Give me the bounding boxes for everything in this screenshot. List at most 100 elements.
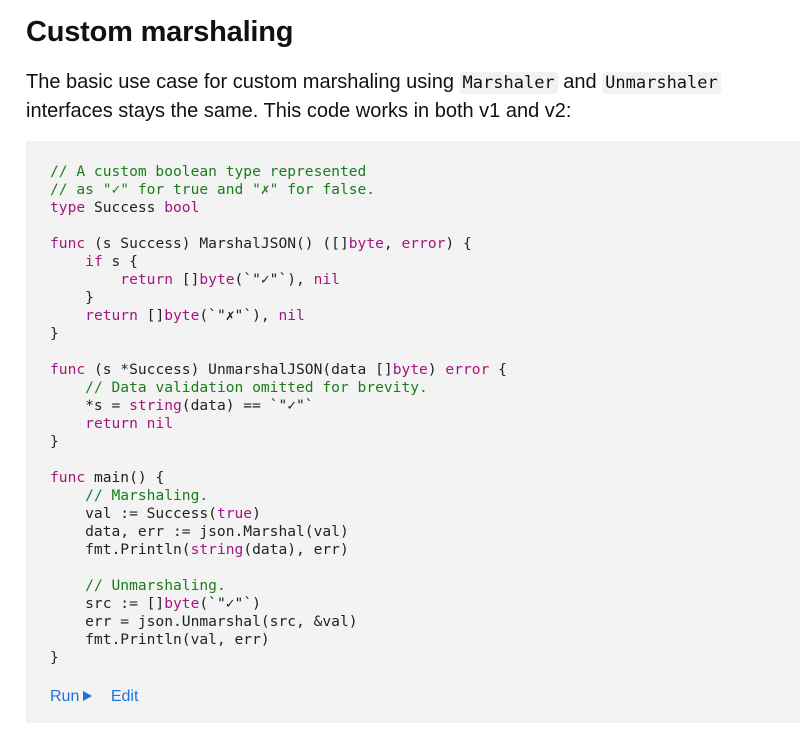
code-token-plain: Success <box>85 199 165 216</box>
code-token-plain <box>50 415 85 432</box>
code-token-plain: } <box>50 325 59 342</box>
intro-text-before: The basic use case for custom marshaling… <box>26 71 460 93</box>
code-token-plain: (s *Success) UnmarshalJSON(data [] <box>85 361 393 378</box>
intro-text-after: interfaces stays the same. This code wor… <box>26 100 572 122</box>
code-token-keyword: type <box>50 199 86 216</box>
code-token-keyword: error <box>401 235 446 252</box>
code-block[interactable]: // A custom boolean type represented// a… <box>50 163 507 667</box>
code-token-plain: val := Success( <box>50 505 217 522</box>
code-line: fmt.Println(string(data), err) <box>50 541 507 559</box>
code-actions: Run Edit <box>50 687 138 707</box>
code-token-keyword: return <box>120 271 174 288</box>
code-line <box>50 343 507 361</box>
code-line: func (s *Success) UnmarshalJSON(data []b… <box>50 361 507 379</box>
code-line <box>50 451 507 469</box>
code-token-comment: // Marshaling. <box>85 487 209 504</box>
code-token-keyword: nil <box>313 271 340 288</box>
code-line: return nil <box>50 415 507 433</box>
code-token-plain: ) <box>252 505 261 522</box>
code-token-plain: (s Success) MarshalJSON() ([] <box>85 235 349 252</box>
run-button[interactable]: Run <box>50 688 93 705</box>
code-token-plain <box>50 253 85 270</box>
intro-paragraph: The basic use case for custom marshaling… <box>26 68 786 125</box>
code-token-comment: // Data validation omitted for brevity. <box>85 379 428 396</box>
code-token-keyword: byte <box>348 235 384 252</box>
code-token-plain <box>50 379 85 396</box>
code-line: func (s Success) MarshalJSON() ([]byte, … <box>50 235 507 253</box>
code-token-plain: [] <box>173 271 200 288</box>
code-token-keyword: nil <box>278 307 305 324</box>
code-token-keyword: byte <box>164 307 200 324</box>
code-token-keyword: string <box>129 397 182 414</box>
code-token-plain: src := [] <box>50 595 165 612</box>
code-line: data, err := json.Marshal(val) <box>50 523 507 541</box>
code-token-keyword: byte <box>392 361 428 378</box>
code-token-comment: // Unmarshaling. <box>85 577 226 594</box>
code-line: val := Success(true) <box>50 505 507 523</box>
code-token-keyword: byte <box>164 595 200 612</box>
code-token-plain: s { <box>102 253 138 270</box>
code-token-plain: [] <box>137 307 165 324</box>
code-line: src := []byte(`"✓"`) <box>50 595 507 613</box>
section-heading: Custom marshaling <box>26 16 294 48</box>
code-line: *s = string(data) == `"✓"` <box>50 397 507 415</box>
code-token-keyword: byte <box>199 271 235 288</box>
code-line: err = json.Unmarshal(src, &val) <box>50 613 507 631</box>
code-line: // Marshaling. <box>50 487 507 505</box>
code-line: return []byte(`"✓"`), nil <box>50 271 507 289</box>
code-line: fmt.Println(val, err) <box>50 631 507 649</box>
code-token-plain: main() { <box>85 469 165 486</box>
code-line: // as "✓" for true and "✗" for false. <box>50 181 507 199</box>
code-line: if s { <box>50 253 507 271</box>
code-token-comment: // as "✓" for true and "✗" for false. <box>50 181 376 198</box>
code-token-plain: (data) == `"✓"` <box>181 397 314 414</box>
code-token-plain: } <box>50 289 94 306</box>
code-token-plain: ) <box>427 361 446 378</box>
code-token-keyword: return <box>85 415 138 432</box>
intro-text-middle: and <box>557 71 603 93</box>
code-token-keyword: string <box>190 541 244 558</box>
code-line: // A custom boolean type represented <box>50 163 507 181</box>
code-token-keyword: func <box>50 361 86 378</box>
code-line: type Success bool <box>50 199 507 217</box>
code-token-plain: } <box>50 433 59 450</box>
code-token-keyword: true <box>216 505 253 522</box>
code-token-plain: (`"✗"`), <box>199 307 279 324</box>
code-token-keyword: error <box>445 361 490 378</box>
edit-button[interactable]: Edit <box>110 688 139 705</box>
code-line: // Unmarshaling. <box>50 577 507 595</box>
code-line <box>50 559 507 577</box>
code-token-plain: fmt.Println( <box>50 541 191 558</box>
code-token-keyword: func <box>50 469 86 486</box>
code-token-keyword: bool <box>164 199 200 216</box>
code-line: return []byte(`"✗"`), nil <box>50 307 507 325</box>
code-token-plain: data, err := json.Marshal(val) <box>50 523 349 540</box>
code-token-keyword: return <box>85 307 138 324</box>
code-token-plain: *s = <box>50 397 130 414</box>
code-token-plain: { <box>489 361 507 378</box>
code-token-plain <box>50 487 85 504</box>
code-token-plain: fmt.Println(val, err) <box>50 631 270 648</box>
inline-code-marshaler: Marshaler <box>459 72 558 94</box>
code-token-plain: (`"✓"`) <box>199 595 261 612</box>
code-line: } <box>50 325 507 343</box>
play-icon <box>83 691 93 701</box>
code-line: } <box>50 649 507 667</box>
code-token-plain: , <box>383 235 402 252</box>
code-token-plain <box>50 271 120 288</box>
code-token-keyword: nil <box>146 415 174 432</box>
run-label: Run <box>50 688 80 705</box>
code-token-plain: (`"✓"`), <box>234 271 314 288</box>
code-line: } <box>50 289 507 307</box>
code-token-plain <box>50 577 85 594</box>
code-line: } <box>50 433 507 451</box>
code-token-plain <box>50 307 85 324</box>
code-token-plain: (data), err) <box>243 541 349 558</box>
code-token-keyword: if <box>85 253 103 270</box>
code-line <box>50 217 507 235</box>
code-token-comment: // A custom boolean type represented <box>50 163 367 180</box>
code-example-panel: // A custom boolean type represented// a… <box>26 141 800 723</box>
code-token-plain: err = json.Unmarshal(src, &val) <box>50 613 358 630</box>
code-token-plain: ) { <box>445 235 472 252</box>
code-token-plain <box>138 415 147 432</box>
